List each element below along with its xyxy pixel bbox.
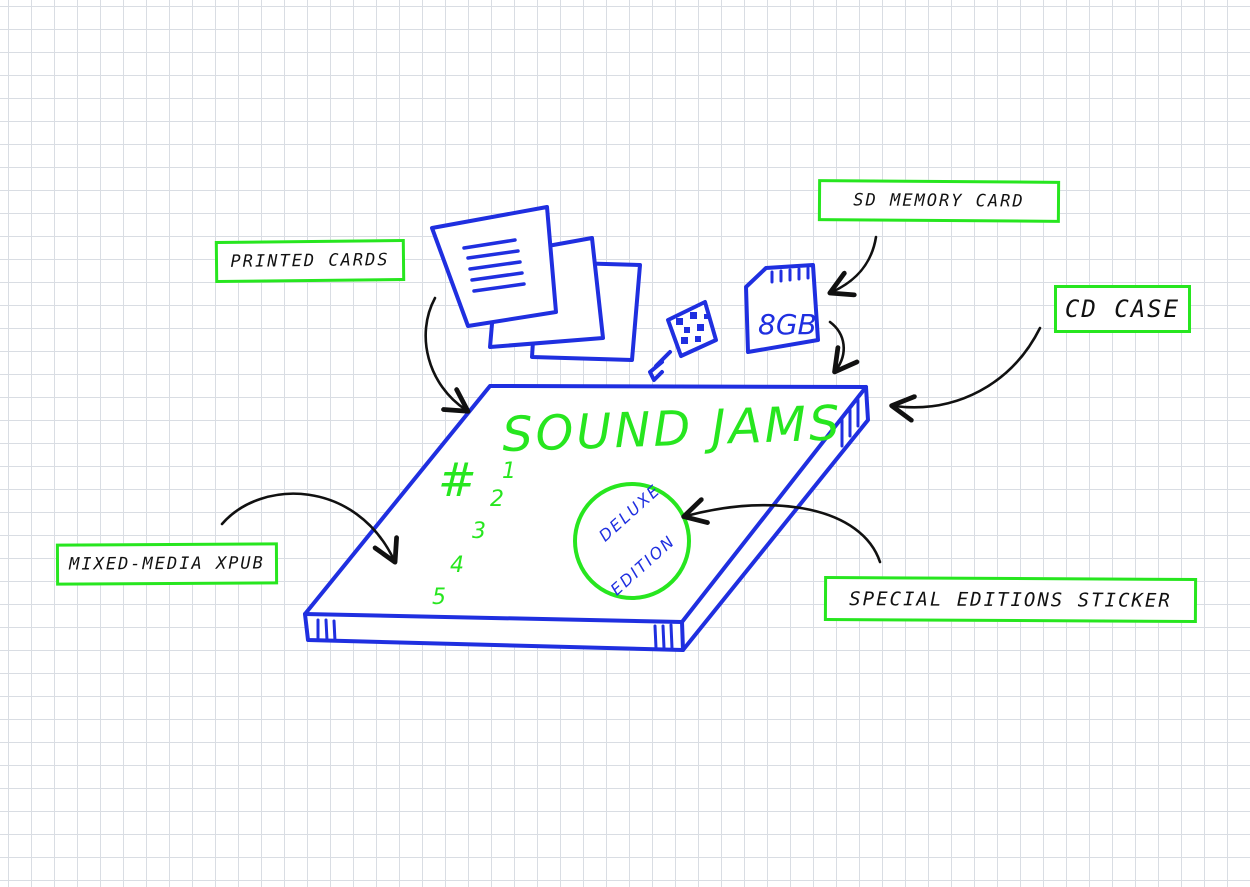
arrow-icon: [681, 497, 882, 564]
issue-number: 2: [490, 487, 504, 512]
callout-cd-case-label: CD CASE: [1064, 295, 1181, 323]
arrow-icon: [424, 296, 471, 414]
issue-hash: #: [438, 453, 477, 507]
arrow-icon: [828, 320, 860, 375]
cd-case-icon: [303, 384, 870, 652]
callout-printed-cards: PRINTED CARDS: [214, 239, 406, 283]
arrow-icon: [889, 326, 1042, 423]
callout-mixed-media-xpub-label: MIXED-MEDIA XPUB: [69, 553, 265, 575]
callout-special-editions-sticker-label: SPECIAL EDITIONS STICKER: [849, 587, 1172, 612]
sd-card-icon: 8GB: [744, 263, 820, 354]
qr-tag-icon: [648, 300, 718, 382]
callout-mixed-media-xpub: MIXED-MEDIA XPUB: [55, 542, 279, 586]
arrow-icon: [827, 235, 878, 298]
sd-capacity-label: 8GB: [758, 308, 817, 341]
callout-printed-cards-label: PRINTED CARDS: [230, 250, 390, 272]
callout-special-editions-sticker: SPECIAL EDITIONS STICKER: [823, 576, 1198, 623]
issue-number: 5: [432, 585, 446, 610]
issue-numbers: # 1 2 3 4 5: [432, 453, 516, 610]
printed-cards-icon: [430, 205, 642, 362]
case-title: SOUND JAMS: [501, 395, 843, 463]
callout-sd-memory-card-label: SD MEMORY CARD: [853, 190, 1025, 212]
callout-sd-memory-card: SD MEMORY CARD: [817, 179, 1061, 223]
issue-number: 1: [502, 459, 516, 484]
callout-cd-case: CD CASE: [1054, 285, 1191, 333]
issue-number: 4: [450, 553, 464, 578]
issue-number: 3: [472, 519, 486, 544]
arrow-icon: [220, 492, 399, 565]
